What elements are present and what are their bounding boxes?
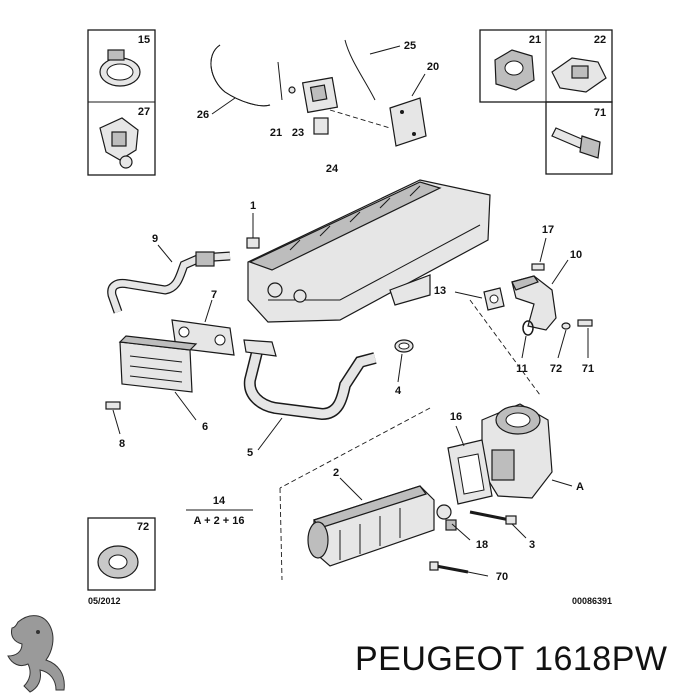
o-ring-part-11 [522,320,534,336]
cylinder-head [247,179,491,323]
brand-part-number: PEUGEOT 1618PW [355,640,668,678]
gasket-part-13 [483,287,505,311]
plate-part-20 [389,97,427,147]
egr-cooler-part-2 [307,485,435,567]
callout-17: 17 [542,224,554,236]
bolt-part-3 [469,510,517,525]
formula-14: 14 A + 2 + 16 [186,495,253,527]
callout-A: A [576,481,584,493]
vacuum-hose-part-26 [210,44,271,107]
bolt-part-18 [436,504,457,531]
bolt-part-70 [429,561,469,574]
callout-25: 25 [404,40,416,52]
pipe-part-9 [107,251,231,314]
egr-pipe-part-10 [511,275,557,331]
callout-26: 26 [197,109,209,121]
connector-part-22 [551,57,607,93]
egr-pipe-part-5 [243,339,377,421]
callout-10: 10 [570,249,582,261]
nut-part-21 [494,49,535,91]
callout-6: 6 [202,421,208,433]
inset-label-15: 15 [138,34,150,46]
callout-9: 9 [152,233,158,245]
bolt-part-21-top [288,86,296,94]
inset-box-21-22-71 [479,29,613,175]
sensor-bracket-part-27 [99,117,139,169]
callout-13: 13 [434,285,446,297]
inset-label-72: 72 [137,521,149,533]
bolt-part-17 [531,263,545,271]
washer-part-72-inset [97,545,139,579]
gasket-part-16 [447,439,493,505]
peugeot-lion-icon [7,615,65,693]
callout-4: 4 [395,385,402,397]
callout-1: 1 [250,200,256,212]
callout-23: 23 [292,127,304,139]
egr-valve-part-A [481,403,553,499]
callout-3: 3 [529,539,535,551]
formula-14-text: A + 2 + 16 [194,515,245,527]
hose-clamp-part-15 [99,49,141,87]
bracket-part-24 [313,117,329,135]
plug-part-1 [246,237,260,249]
drawing-number: 00086391 [572,596,612,606]
callout-7: 7 [211,289,217,301]
callout-11: 11 [516,363,528,375]
clamp-part-4 [394,339,414,353]
bolt-part-8 [105,401,121,410]
callout-8: 8 [119,438,125,450]
washer-part-72-right [561,322,571,330]
callout-5: 5 [247,447,253,459]
egr-cooler-part-6 [118,335,198,393]
bolt-part-71-right [577,319,593,327]
callout-14: 14 [213,495,226,507]
callout-70: 70 [496,571,508,583]
inset-label-21: 21 [529,34,541,46]
inset-box-72 [87,517,156,591]
solenoid-valve-part-23 [301,76,339,114]
date-code: 05/2012 [88,596,121,606]
callout-21: 21 [270,127,282,139]
callout-20: 20 [427,61,439,73]
callout-18: 18 [476,539,488,551]
callout-16: 16 [450,411,462,423]
inset-box-15-27 [87,29,156,176]
inset-label-22: 22 [594,34,606,46]
callout-71: 71 [582,363,594,375]
inset-label-27: 27 [138,106,150,118]
callout-72: 72 [550,363,562,375]
callout-24: 24 [326,163,339,175]
callout-2: 2 [333,467,339,479]
vacuum-hose-part-25 [277,39,376,101]
inset-label-71: 71 [594,107,606,119]
bolt-part-71-inset [551,127,601,159]
